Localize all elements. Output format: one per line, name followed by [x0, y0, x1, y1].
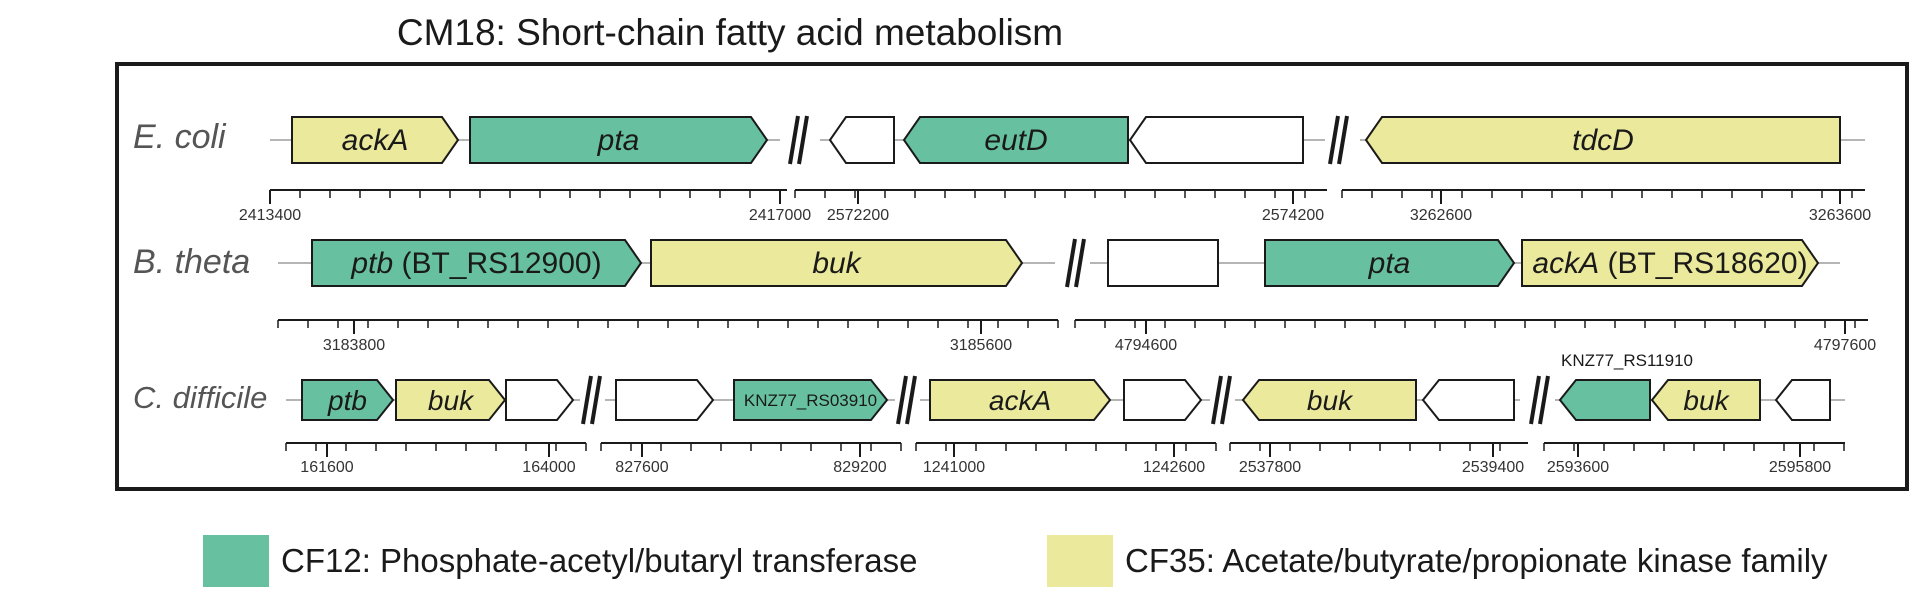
organism-rows: E. coli ackA pta eutD tdcD 2413400 2417000 2572…: [133, 115, 1876, 476]
gene-label: tdcD: [1572, 124, 1634, 157]
tick-label: 1242600: [1143, 459, 1205, 476]
gene-arrow: [1650, 379, 1761, 421]
gene-arrow: [1123, 379, 1203, 421]
gene-label: KNZ77_RS03910: [744, 391, 877, 410]
gene-label: buk: [1683, 385, 1730, 416]
break-mark: [1065, 238, 1077, 288]
break-mark: [1220, 375, 1232, 425]
legend-label-cf12: CF12: Phosphate-acetyl/butaryl transfera…: [281, 542, 918, 579]
gene-label: ptb (BT_RS12900): [350, 247, 601, 280]
break-mark: [590, 375, 602, 425]
break-mark: [581, 375, 593, 425]
break-mark: [1328, 115, 1340, 165]
gene-arrow: [1558, 379, 1651, 421]
gene-annotation: KNZ77_RS11910: [1561, 351, 1693, 370]
organism-name: E. coli: [133, 118, 227, 156]
tick-label: 164000: [522, 459, 575, 476]
gene-label: pta: [1368, 247, 1411, 280]
gene-label: ackA: [342, 124, 409, 157]
tick-label: 2574200: [1262, 207, 1324, 224]
tick-label: 4794600: [1115, 337, 1177, 354]
tick-label: 2595800: [1769, 459, 1831, 476]
tick-label: 827600: [615, 459, 668, 476]
tick-label: 2537800: [1239, 459, 1301, 476]
gene-neighborhood-diagram: E. coli ackA pta eutD tdcD 2413400 2417000 2572…: [115, 62, 1909, 491]
gene-arrow: [828, 116, 895, 164]
gene-arrow: [1128, 116, 1304, 164]
gene-arrow: [1264, 239, 1516, 287]
gene-label: buk: [428, 385, 475, 416]
break-mark: [1529, 375, 1541, 425]
tick-label: 829200: [833, 459, 886, 476]
gene-arrow: [1421, 379, 1515, 421]
gene-arrow: [291, 116, 460, 164]
gene-arrow: [1107, 239, 1219, 287]
tick-label: 1241000: [923, 459, 985, 476]
break-mark: [896, 375, 908, 425]
gene-arrow: [311, 239, 643, 287]
legend-swatch-cf12: [203, 535, 269, 587]
tick-label: 2593600: [1547, 459, 1609, 476]
tick-label: 3263600: [1809, 207, 1871, 224]
gene-label: pta: [597, 124, 640, 157]
gene-arrow: [469, 116, 769, 164]
gene-arrow: [902, 116, 1129, 164]
break-mark: [1074, 238, 1086, 288]
gene-arrow: [615, 379, 715, 421]
gene-arrow: [929, 379, 1112, 421]
break-mark: [905, 375, 917, 425]
organism-row: B. theta ptb (BT_RS12900) buk pta ackA (BT_R…: [133, 238, 1876, 354]
diagram-frame: [115, 62, 1909, 491]
gene-label: eutD: [984, 124, 1047, 157]
diagram-title: CM18: Short-chain fatty acid metabolism: [396, 12, 1064, 53]
tick-label: 2417000: [749, 207, 811, 224]
gene-arrow: [733, 379, 889, 421]
organism-row: C. difficile ptb buk KNZ77_RS03910 ackA buk bu…: [133, 351, 1845, 476]
gene-arrow: [1774, 379, 1831, 421]
gene-arrow: [1364, 116, 1841, 164]
gene-label: ackA (BT_RS18620): [1532, 247, 1807, 280]
tick-label: 2539400: [1462, 459, 1524, 476]
tick-label: 3185600: [950, 337, 1012, 354]
break-mark: [797, 115, 809, 165]
legend-item-cf12: CF12: Phosphate-acetyl/butaryl transfera…: [203, 535, 918, 587]
gene-arrow: [1521, 239, 1820, 287]
legend-item-cf35: CF35: Acetate/butyrate/propionate kinase…: [1047, 535, 1828, 587]
gene-label: ptb: [327, 385, 367, 416]
tick-label: 4797600: [1814, 337, 1876, 354]
gene-arrow: [301, 379, 395, 421]
tick-label: 161600: [300, 459, 353, 476]
break-mark: [1538, 375, 1550, 425]
tick-label: 3262600: [1410, 207, 1472, 224]
legend-label-cf35: CF35: Acetate/butyrate/propionate kinase…: [1125, 542, 1828, 579]
gene-label: buk: [1307, 385, 1354, 416]
gene-label: buk: [812, 247, 862, 280]
break-mark: [788, 115, 800, 165]
organism-name: C. difficile: [133, 380, 267, 415]
organism-name: B. theta: [133, 243, 250, 281]
gene-arrow: [505, 379, 575, 421]
gene-arrow: [395, 379, 507, 421]
gene-label: ackA: [989, 385, 1051, 416]
tick-label: 3183800: [323, 337, 385, 354]
break-mark: [1211, 375, 1223, 425]
tick-label: 2413400: [239, 207, 301, 224]
break-mark: [1337, 115, 1349, 165]
gene-arrow: [1241, 379, 1417, 421]
gene-arrow: [650, 239, 1024, 287]
organism-row: E. coli ackA pta eutD tdcD 2413400 2417000 2572…: [133, 115, 1871, 224]
legend-swatch-cf35: [1047, 535, 1113, 587]
tick-label: 2572200: [827, 207, 889, 224]
